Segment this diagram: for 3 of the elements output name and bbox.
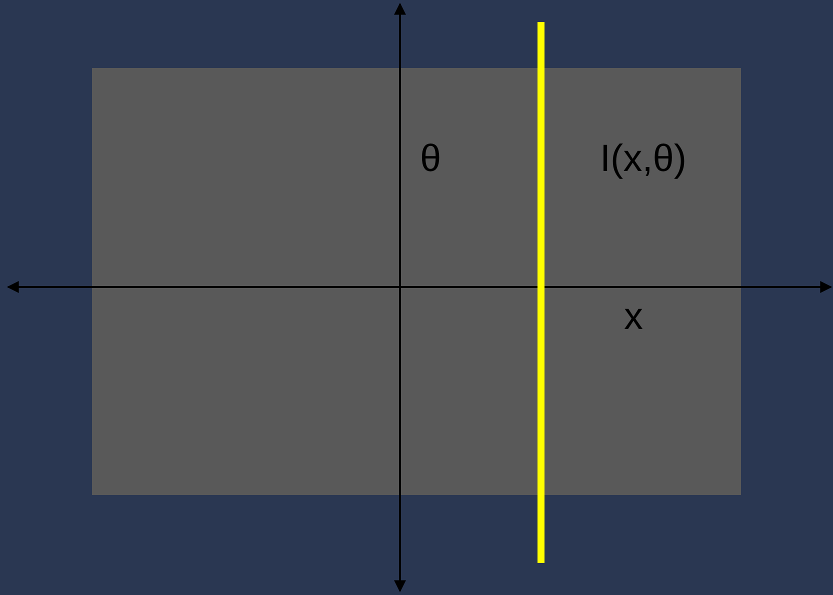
axis-label: x [624, 298, 643, 336]
function-label: I(x,θ) [600, 140, 687, 178]
axis-label: θ [420, 140, 442, 178]
